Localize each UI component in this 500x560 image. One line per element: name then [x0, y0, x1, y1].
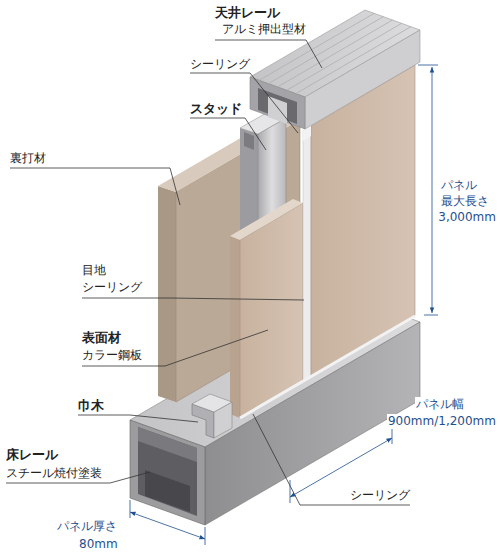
dimension-label: パネル幅 [415, 397, 465, 412]
dimension-label: パネル [440, 178, 478, 193]
baseboard [192, 394, 232, 438]
part-note: スチール焼付塗装 [6, 466, 102, 481]
part-name: 表面材 [82, 330, 121, 345]
left-face-panel [230, 199, 303, 418]
joint-sealing [303, 126, 311, 381]
part-name: 巾木 [78, 398, 104, 413]
dimension-label: パネル厚さ [56, 519, 118, 534]
part-name: シーリング [190, 57, 250, 72]
dimension-label: 80mm [78, 537, 119, 552]
dimension-label: 900mm/1,200mm [387, 414, 497, 429]
bottom-sealing [240, 316, 415, 418]
part-name: シーリング [350, 488, 410, 503]
part-name: スタッド [190, 101, 242, 116]
part-name: 裏打材 [10, 151, 46, 166]
part-note: カラー鋼板 [82, 348, 142, 363]
part-name: 目地 [82, 263, 106, 278]
part-name: シーリング [82, 280, 142, 295]
dimension-lines [130, 65, 438, 545]
dimension-label: 最大長さ [440, 194, 490, 209]
part-name: 天井レール [215, 5, 280, 20]
dimension-label: 3,000mm [437, 210, 497, 225]
part-name: 床レール [6, 447, 58, 462]
part-note: アルミ押出型材 [222, 22, 306, 37]
leader-lines [6, 40, 410, 505]
